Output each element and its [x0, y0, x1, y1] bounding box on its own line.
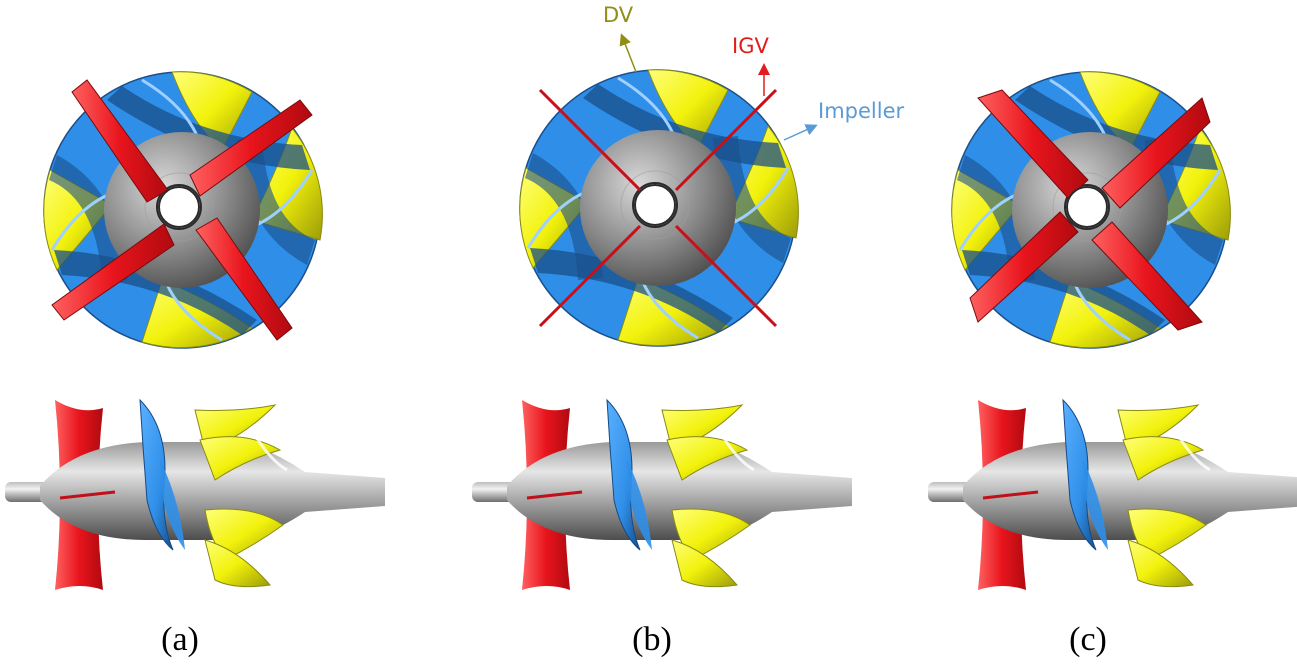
side-view-c: [926, 398, 1297, 592]
panel-label-c: (c): [1069, 621, 1107, 658]
front-view-a: [42, 70, 324, 350]
igv-blades-c: [969, 89, 1211, 331]
panel-b: DV IGV Impeller (b): [470, 3, 904, 658]
impeller-arrow: [783, 124, 818, 141]
panel-c: (c): [926, 70, 1297, 658]
igv-blades-a: [51, 79, 313, 341]
side-view-b: [470, 398, 854, 592]
panel-a: (a): [3, 70, 387, 658]
hub-bore-c: [1066, 186, 1108, 228]
front-view-c: [950, 70, 1232, 350]
impeller-callout: Impeller: [818, 99, 904, 123]
igv-callout: IGV: [732, 34, 769, 58]
hub-bore-a: [158, 186, 200, 228]
side-view-a: [3, 398, 387, 592]
hub-bore-b: [634, 184, 676, 226]
dv-callout: DV: [603, 3, 634, 27]
dv-arrow: [619, 33, 637, 73]
front-view-b: [518, 68, 800, 348]
igv-lines-b: [538, 88, 778, 328]
panel-label-b: (b): [632, 621, 672, 658]
panel-label-a: (a): [161, 621, 199, 658]
